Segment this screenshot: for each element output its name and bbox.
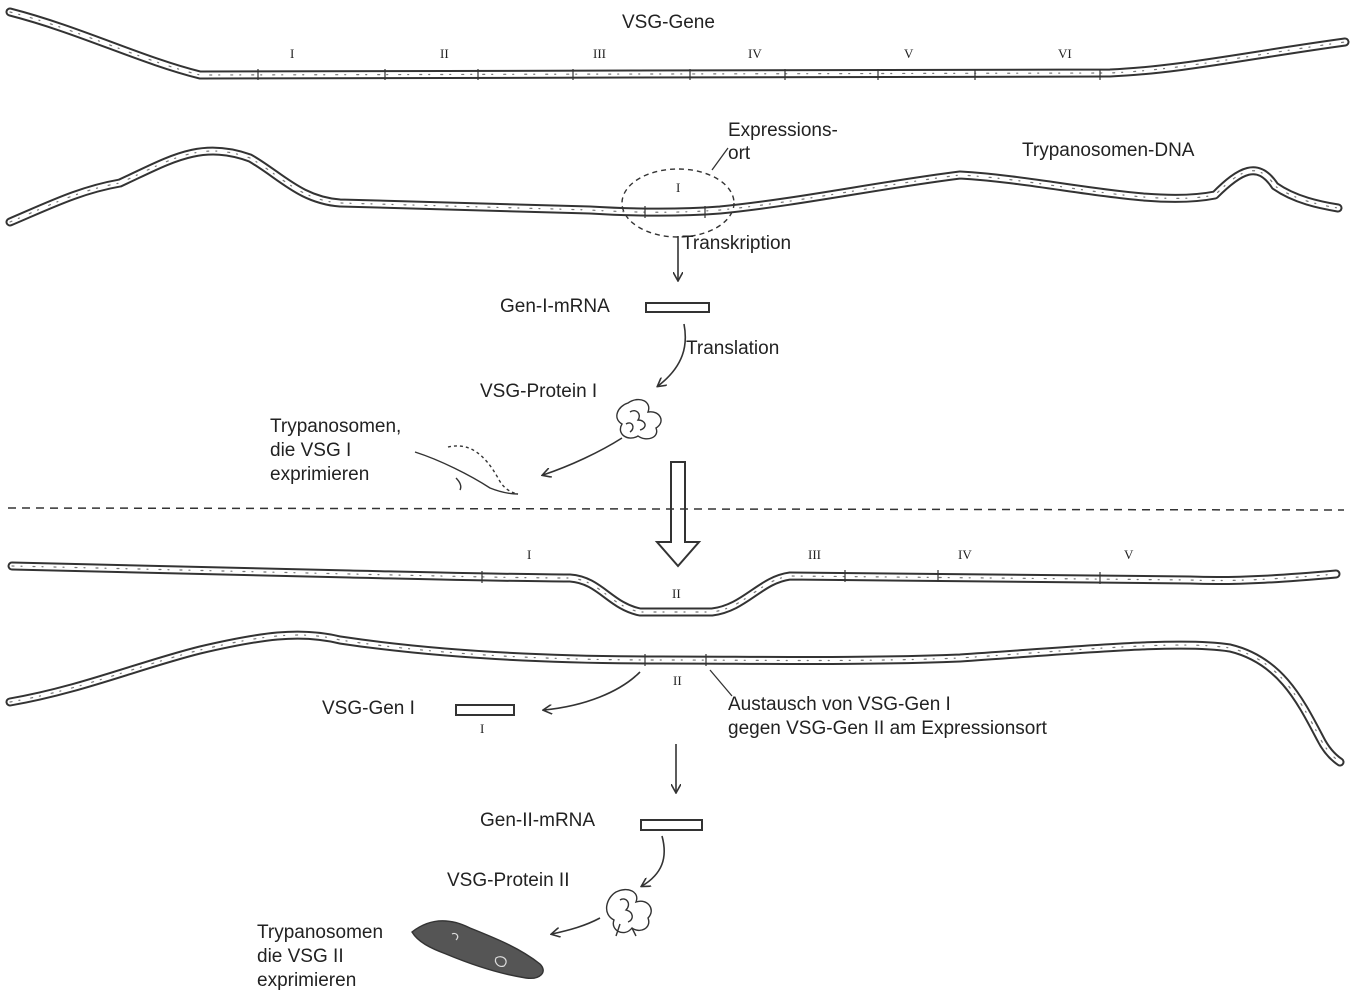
after-gene-label-ii: II: [672, 586, 681, 601]
protein2-to-cell-arrow: [552, 918, 600, 934]
after-gene-label-i: I: [527, 547, 531, 562]
vsg-gen1-box: [456, 705, 514, 715]
trypanosomen2-label-l1: Trypanosomen: [257, 922, 383, 943]
vsg-protein1-label: VSG-Protein I: [480, 381, 597, 402]
vsg-gen1-label: VSG-Gen I: [322, 698, 415, 719]
trypanosome-dna-strand: [10, 151, 1338, 222]
gene-label-vi: VI: [1058, 46, 1072, 61]
expression-site-gene-label: I: [676, 180, 680, 195]
trypanosome1-cell: [415, 446, 518, 494]
translation-label: Translation: [686, 338, 779, 359]
process-continues-arrow: [657, 462, 699, 566]
trypanosome2-cell: [412, 921, 543, 978]
expressionsort-label: Expressions-: [728, 120, 838, 141]
vsg-gene-title: VSG-Gene: [622, 12, 715, 33]
translation2-arrow: [642, 836, 664, 886]
vsg-protein2-glyph: [607, 890, 652, 936]
exchanged-gene-label: II: [673, 673, 682, 688]
trypanosomen1-label-l3: exprimieren: [270, 464, 369, 485]
trypanosomen2-label-l3: exprimieren: [257, 970, 356, 991]
gen2-mrna-label: Gen-II-mRNA: [480, 810, 595, 831]
austausch-pointer: [710, 670, 732, 696]
trypanosomen1-label-l2: die VSG I: [270, 440, 351, 461]
gen1-mrna-box: [646, 303, 709, 312]
austausch-label-l1: Austausch von VSG-Gen I: [728, 694, 951, 715]
trypanosome-dna-gene2-strand: [10, 635, 1340, 762]
after-gene-label-v: V: [1124, 547, 1134, 562]
gene-label-iii: III: [593, 46, 606, 61]
gene-label-v: V: [904, 46, 914, 61]
transkription-label: Transkription: [682, 233, 791, 254]
gene-label-i: I: [290, 46, 294, 61]
protein1-to-cell-arrow: [543, 438, 622, 475]
gene-label-iv: IV: [748, 46, 762, 61]
gen1-mrna-label: Gen-I-mRNA: [500, 296, 610, 317]
trypanosomen1-label-l1: Trypanosomen,: [270, 416, 401, 437]
gen2-mrna-box: [641, 820, 702, 830]
austausch-label-l2: gegen VSG-Gen II am Expressionsort: [728, 718, 1048, 739]
expressionsort-label-line2: ort: [728, 143, 751, 164]
removed-gene-label: I: [480, 721, 484, 736]
gene-label-ii: II: [440, 46, 449, 61]
after-gene-label-iv: IV: [958, 547, 972, 562]
vsg-protein2-label: VSG-Protein II: [447, 870, 570, 891]
trypanosomen-dna-label: Trypanosomen-DNA: [1022, 140, 1195, 161]
translation-arrow: [658, 324, 685, 386]
trypanosomen2-label-l2: die VSG II: [257, 946, 344, 967]
after-gene-label-iii: III: [808, 547, 821, 562]
removal-arrow: [544, 672, 640, 710]
expressionsort-pointer: [712, 148, 728, 170]
vsg-protein1-glyph: [617, 400, 661, 439]
